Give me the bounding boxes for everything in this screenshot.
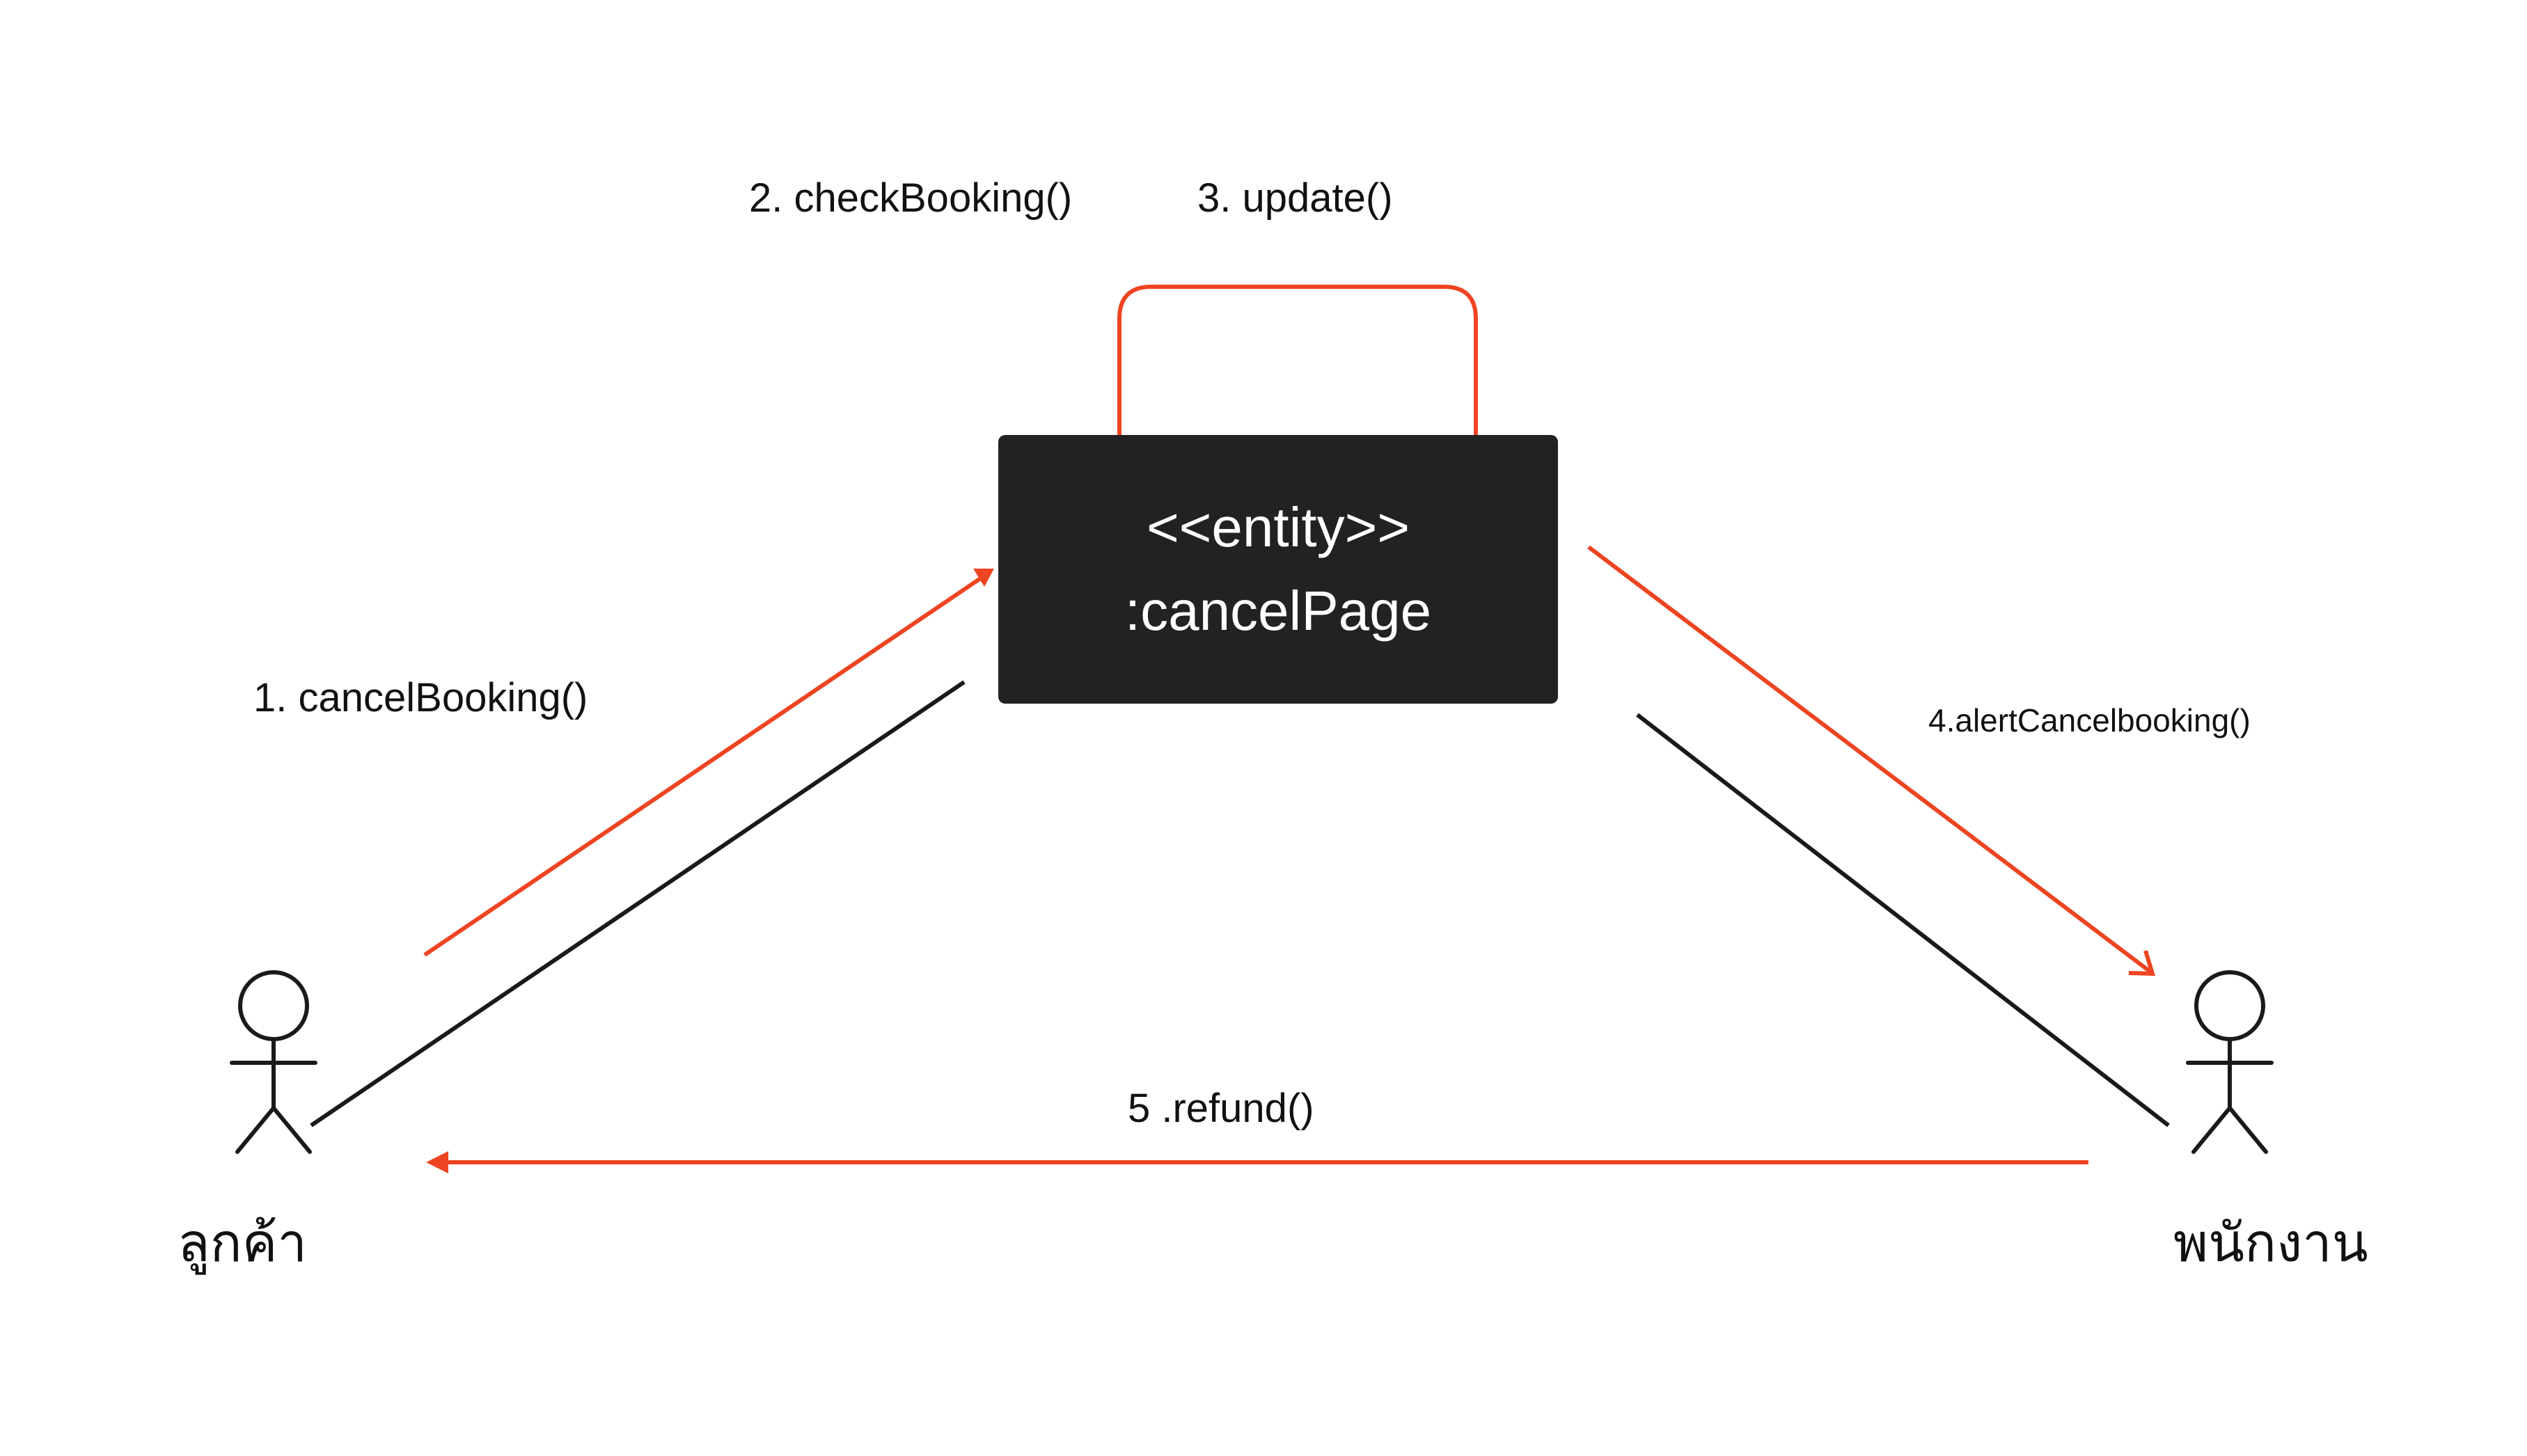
staff-actor-icon [2186,970,2274,1154]
actor-name-customer: ลูกค้า [178,1212,308,1274]
arrowhead-alert-cancel [2128,950,2156,976]
arrowhead-cancel-booking [973,569,994,587]
message-update: 3. update() [1197,175,1393,221]
entity-stereotype: <<entity>> [1146,496,1410,558]
entity-name: :cancelPage [1124,580,1432,642]
arrow-self-call [1117,285,1478,459]
message-alert-cancelbooking: 4.alertCancelbooking() [1928,702,2251,738]
entity-cancel-page: <<entity>> :cancelPage [998,435,1558,704]
message-cancel-booking: 1. cancelBooking() [253,675,588,720]
customer-actor-icon [230,970,317,1154]
message-refund: 5 .refund() [1128,1086,1314,1131]
arrow-alert-cancel [1587,545,2152,974]
actor-name-staff: พนักงาน [2173,1212,2368,1274]
arrowhead-refund [426,1151,448,1173]
link-customer-entity [310,680,966,1127]
link-entity-staff [1636,713,2170,1127]
message-check-booking: 2. checkBooking() [749,175,1073,221]
arrow-cancel-booking [423,576,983,957]
